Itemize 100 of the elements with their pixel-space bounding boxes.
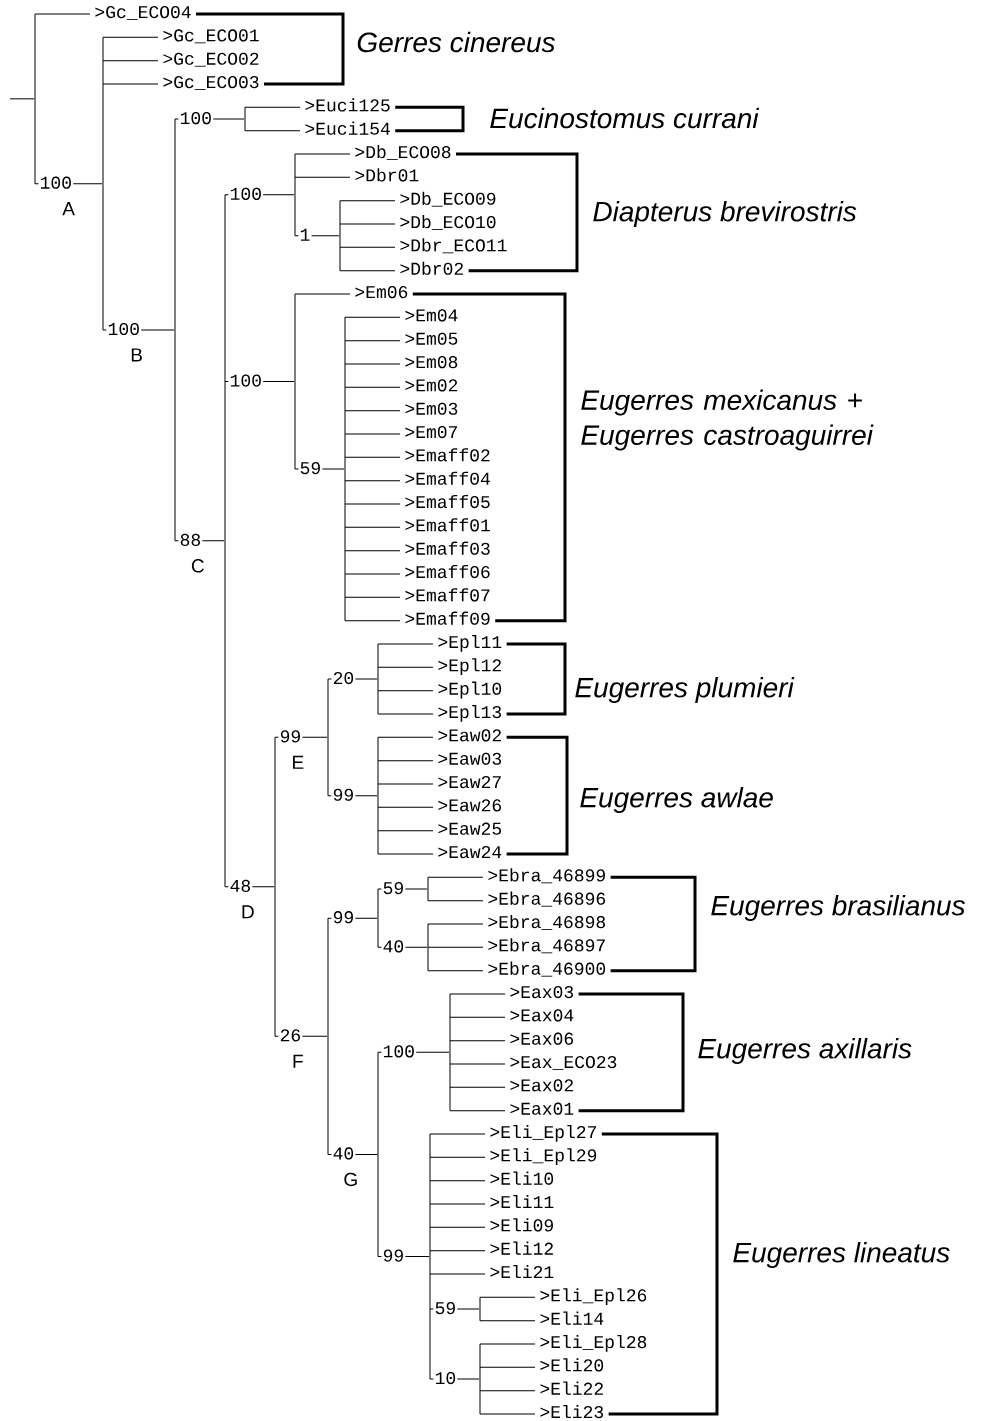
sequence-label: >Gc_ECO02: [163, 52, 259, 67]
sequence-label: >Eax01: [510, 1102, 574, 1115]
clade-letter: A: [62, 202, 75, 216]
branch-line: [427, 946, 484, 948]
branch-line: [344, 620, 401, 622]
sequence-label: >Ebra_46899: [488, 868, 605, 884]
branch-line: [427, 923, 484, 925]
clade-letter: C: [191, 559, 204, 573]
sequence-label: >Dbr02: [400, 261, 463, 275]
bootstrap-value: 88: [178, 533, 203, 549]
bootstrap-value: 59: [433, 1301, 458, 1317]
sequence-label: >Epl10: [438, 681, 502, 699]
branch-line: [429, 1250, 486, 1252]
branch-line: [429, 1273, 486, 1275]
branch-line: [339, 246, 396, 248]
bootstrap-value: 99: [381, 1249, 406, 1264]
species-name: Eugerres awlae: [580, 786, 773, 814]
sequence-label: >Eli12: [490, 1241, 553, 1255]
sequence-label: >Gc_ECO01: [163, 29, 259, 44]
species-name: Eugerres mexicanus + Eugerres castroaguirrei: [581, 389, 874, 451]
sequence-label: >Eli11: [490, 1194, 554, 1208]
sequence-label: >Eaw25: [438, 822, 502, 835]
bootstrap-value: 20: [331, 671, 356, 687]
branch-line: [344, 433, 401, 435]
sequence-label: >Ebra_46897: [488, 938, 605, 954]
species-name: Eugerres axillaris: [698, 1037, 912, 1065]
branch-line: [294, 293, 351, 295]
bootstrap-value: 100: [38, 176, 74, 191]
branch-line: [377, 643, 434, 645]
branch-line: [429, 1226, 486, 1228]
branch-line: [344, 340, 401, 342]
sequence-label: >Em04: [405, 309, 458, 322]
branch-line: [427, 876, 484, 878]
branch-line: [102, 83, 159, 85]
sequence-label: >Eaw26: [438, 799, 502, 812]
clade-letter: F: [293, 1054, 303, 1068]
clade-letter: E: [293, 755, 304, 769]
sequence-label: >Eli20: [540, 1358, 604, 1372]
bootstrap-value: 40: [381, 940, 406, 955]
sequence-label: >Euci154: [305, 121, 390, 135]
species-name: Eucinostomus currani: [490, 107, 760, 129]
clade-letter: G: [344, 1172, 357, 1187]
bootstrap-value: 99: [278, 730, 303, 745]
sequence-label: >Db_ECO08: [355, 144, 451, 160]
branch-line: [344, 573, 401, 575]
bootstrap-value: 100: [106, 322, 142, 338]
bootstrap-value: 99: [331, 910, 356, 926]
sequence-label: >Eaw02: [438, 729, 501, 742]
branch-line: [449, 993, 506, 995]
branch-line: [479, 1366, 536, 1368]
sequence-label: >Gc_ECO04: [95, 5, 191, 20]
sequence-label: >Emaff01: [405, 518, 490, 532]
sequence-label: >Emaff04: [405, 471, 490, 485]
sequence-label: >Em07: [405, 425, 457, 439]
branch-line: [377, 806, 434, 808]
branch-line: [449, 1040, 506, 1042]
branch-line: [344, 503, 401, 505]
sequence-label: >Emaff09: [405, 611, 490, 625]
branch-line: [294, 153, 351, 155]
sequence-label: >Eax02: [510, 1079, 573, 1092]
bootstrap-value: 59: [381, 881, 406, 897]
branch-line: [429, 1133, 486, 1135]
sequence-label: >Emaff05: [405, 494, 490, 509]
branch-line: [344, 316, 401, 318]
branch-line: [377, 830, 434, 832]
branch-line: [294, 176, 351, 178]
sequence-label: >Em03: [405, 402, 458, 415]
bootstrap-value: 48: [228, 879, 253, 894]
sequence-label: >Eli_Epl26: [540, 1288, 647, 1306]
branch-line: [429, 1203, 486, 1205]
branch-line: [377, 736, 434, 738]
branch-line: [449, 1110, 506, 1112]
sequence-label: >Epl12: [438, 658, 501, 676]
species-name: Gerres cinereus: [357, 31, 555, 53]
sequence-label: >Euci125: [305, 98, 390, 112]
bootstrap-value: 59: [298, 461, 323, 477]
bootstrap-value: 10: [433, 1371, 458, 1387]
sequence-label: >Em05: [405, 332, 458, 345]
sequence-label: >Emaff07: [405, 588, 490, 602]
sequence-label: >Eli21: [490, 1264, 554, 1278]
branch-line: [427, 970, 484, 972]
sequence-label: >Epl13: [438, 704, 502, 722]
branch-line: [429, 1156, 486, 1158]
sequence-label: >Eaw27: [438, 775, 501, 789]
branch-line: [344, 596, 401, 598]
sequence-label: >Eli_Epl28: [540, 1334, 647, 1352]
clade-letter: B: [131, 348, 142, 362]
bootstrap-value: 100: [228, 374, 264, 389]
species-name: Diapterus brevirostris: [593, 200, 857, 228]
branch-line: [344, 480, 401, 482]
bootstrap-value: 100: [381, 1045, 417, 1060]
sequence-label: >Emaff06: [405, 564, 490, 579]
branch-line: [479, 1413, 536, 1415]
branch-line: [479, 1320, 536, 1322]
clade-letter: D: [242, 905, 254, 919]
bootstrap-value: 1: [298, 228, 312, 243]
branch-line: [339, 200, 396, 202]
sequence-label: >Db_ECO10: [400, 214, 496, 230]
bootstrap-value: 40: [331, 1147, 356, 1162]
branch-line: [344, 526, 401, 528]
